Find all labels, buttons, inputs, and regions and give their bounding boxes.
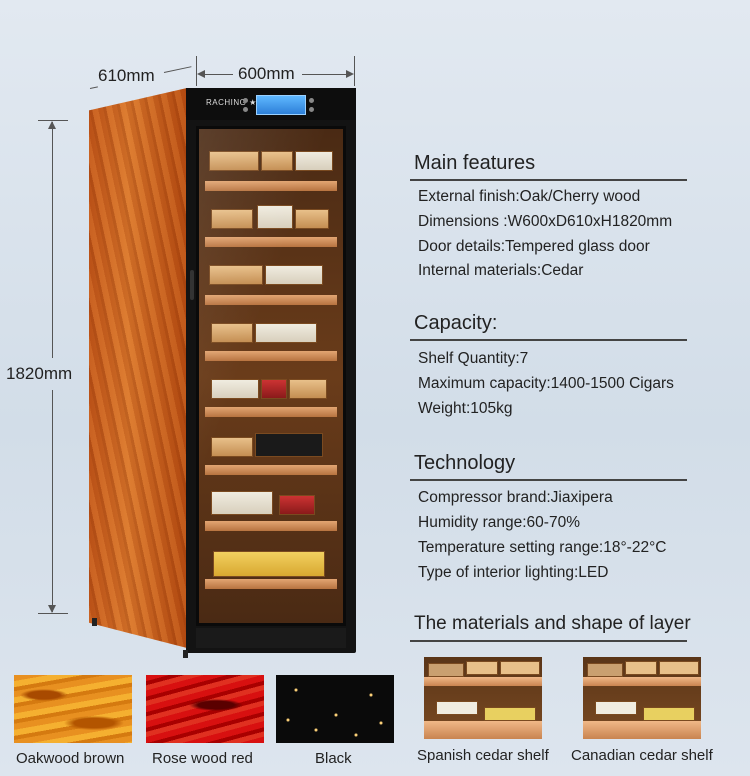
tech-compressor-brand: Compressor brand:Jiaxipera: [418, 489, 613, 506]
capacity-weight: Weight:105kg: [418, 400, 513, 417]
cigar-box: [295, 209, 329, 229]
cigar-box: [211, 209, 253, 229]
thumb-box: [643, 707, 695, 721]
section-divider: [410, 339, 687, 341]
section-title-main-features: Main features: [414, 152, 536, 174]
cabinet-shelf: [205, 181, 337, 191]
panel-button-left-top: [243, 98, 248, 103]
tech-interior-lighting: Type of interior lighting:LED: [418, 564, 609, 581]
cigar-box: [211, 437, 253, 457]
section-title-technology: Technology: [414, 452, 516, 474]
thumb-shelf: [424, 721, 542, 739]
height-guide-top: [38, 120, 68, 121]
cigar-box: [209, 265, 263, 285]
thumb-box: [466, 661, 498, 675]
canadian-cedar-shelf-label: Canadian cedar shelf: [571, 747, 713, 764]
thumb-box: [587, 663, 623, 677]
cigar-box: [261, 379, 287, 399]
section-title-layer: The materials and shape of layer: [414, 613, 691, 634]
feature-internal-materials: Internal materials:Cedar: [418, 262, 584, 279]
width-arrow-right-icon: [346, 70, 354, 78]
depth-line-left: [89, 86, 98, 89]
cabinet-side-panel: [89, 88, 187, 648]
cigar-box: [261, 151, 293, 171]
width-guide-right: [354, 56, 355, 86]
spanish-cedar-shelf-image: [424, 657, 542, 739]
panel-button-right-top: [309, 98, 314, 103]
feature-dimensions: Dimensions :W600xD610xH1820mm: [418, 213, 673, 230]
thumb-shelf: [583, 677, 701, 686]
cabinet-shelf: [205, 237, 337, 247]
cigar-box: [279, 495, 315, 515]
canadian-cedar-shelf-image: [583, 657, 701, 739]
cigar-box: [211, 491, 273, 515]
depth-dimension-label: 610mm: [98, 66, 155, 85]
tech-humidity-range: Humidity range:60-70%: [418, 514, 580, 531]
panel-button-right-bottom: [309, 107, 314, 112]
cigar-box: [289, 379, 327, 399]
capacity-shelf-quantity: Shelf Quantity:7: [418, 350, 529, 367]
oakwood-brown-swatch: [14, 675, 132, 743]
width-line-right: [302, 74, 347, 75]
rose-wood-red-label: Rose wood red: [152, 750, 253, 767]
oakwood-brown-label: Oakwood brown: [16, 750, 125, 767]
cigar-box: [295, 151, 333, 171]
thumb-box: [595, 701, 637, 715]
section-divider: [410, 640, 687, 642]
height-arrow-up-icon: [48, 121, 56, 129]
section-divider: [410, 479, 687, 481]
cabinet-shelf: [205, 295, 337, 305]
cigar-box: [209, 151, 259, 171]
section-divider: [410, 179, 687, 181]
cigar-tray: [213, 551, 325, 577]
capacity-maximum: Maximum capacity:1400-1500 Cigars: [418, 375, 674, 392]
tech-temperature-range: Temperature setting range:18°-22°C: [418, 539, 667, 556]
thumb-shelf: [424, 677, 542, 686]
cigar-box: [255, 433, 323, 457]
temperature-display: [256, 95, 306, 115]
thumb-box: [659, 661, 699, 675]
feature-door-details: Door details:Tempered glass door: [418, 238, 650, 255]
rose-wood-red-swatch: [146, 675, 264, 743]
cigar-box: [265, 265, 323, 285]
door-handle: [190, 270, 194, 300]
thumb-box: [428, 663, 464, 677]
width-guide-left: [196, 56, 197, 86]
cabinet-foot: [183, 650, 188, 658]
cigar-box: [257, 205, 293, 229]
cabinet-shelf: [205, 407, 337, 417]
cabinet-shelf: [205, 521, 337, 531]
cigar-box: [211, 379, 259, 399]
thumb-box: [436, 701, 478, 715]
height-line-top: [52, 122, 53, 358]
black-swatch: [276, 675, 394, 743]
thumb-box: [500, 661, 540, 675]
black-label: Black: [315, 750, 352, 767]
panel-button-left-bottom: [243, 107, 248, 112]
glass-door: [196, 126, 346, 626]
cabinet-base-grille: [196, 628, 346, 648]
thumb-box: [484, 707, 536, 721]
thumb-box: [625, 661, 657, 675]
height-dimension-label: 1820mm: [6, 364, 73, 383]
cabinet-shelf: [205, 351, 337, 361]
thumb-shelf: [583, 721, 701, 739]
height-line-bottom: [52, 390, 53, 612]
cabinet-brand-logo: RACHING ★★: [206, 98, 265, 107]
width-line-left: [205, 74, 233, 75]
cabinet-shelf: [205, 465, 337, 475]
feature-external-finish: External finish:Oak/Cherry wood: [418, 188, 641, 205]
height-guide-bottom: [38, 613, 68, 614]
cigar-box: [255, 323, 317, 343]
spanish-cedar-shelf-label: Spanish cedar shelf: [417, 747, 549, 764]
cigar-box: [211, 323, 253, 343]
width-arrow-left-icon: [197, 70, 205, 78]
section-title-capacity: Capacity:: [414, 312, 498, 334]
depth-line-right: [163, 66, 192, 73]
cabinet-shelf: [205, 579, 337, 589]
width-dimension-label: 600mm: [238, 64, 295, 83]
cabinet-foot: [92, 618, 97, 626]
height-arrow-down-icon: [48, 605, 56, 613]
